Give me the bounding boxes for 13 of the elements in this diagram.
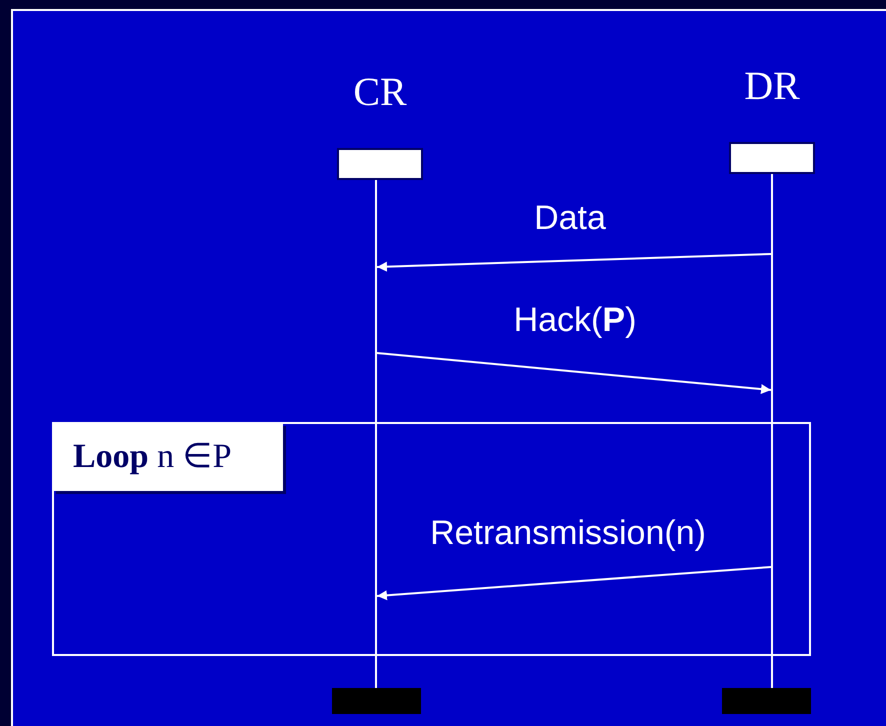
participant-label: DR	[743, 64, 801, 108]
participant-label: CR	[352, 70, 408, 114]
message-arrow	[376, 566, 772, 600]
lifeline-end-bar	[722, 688, 811, 714]
loop-label: Loop n ∈P	[53, 423, 283, 491]
message-label: Retransmission(n)	[430, 513, 706, 553]
lifeline-end-bar	[332, 688, 421, 714]
message-label: Hack(P)	[514, 300, 636, 340]
lifeline	[375, 180, 377, 688]
message-arrow	[376, 352, 772, 394]
message-arrow	[376, 253, 772, 272]
lifeline	[771, 174, 773, 688]
message-label: Data	[534, 198, 606, 238]
